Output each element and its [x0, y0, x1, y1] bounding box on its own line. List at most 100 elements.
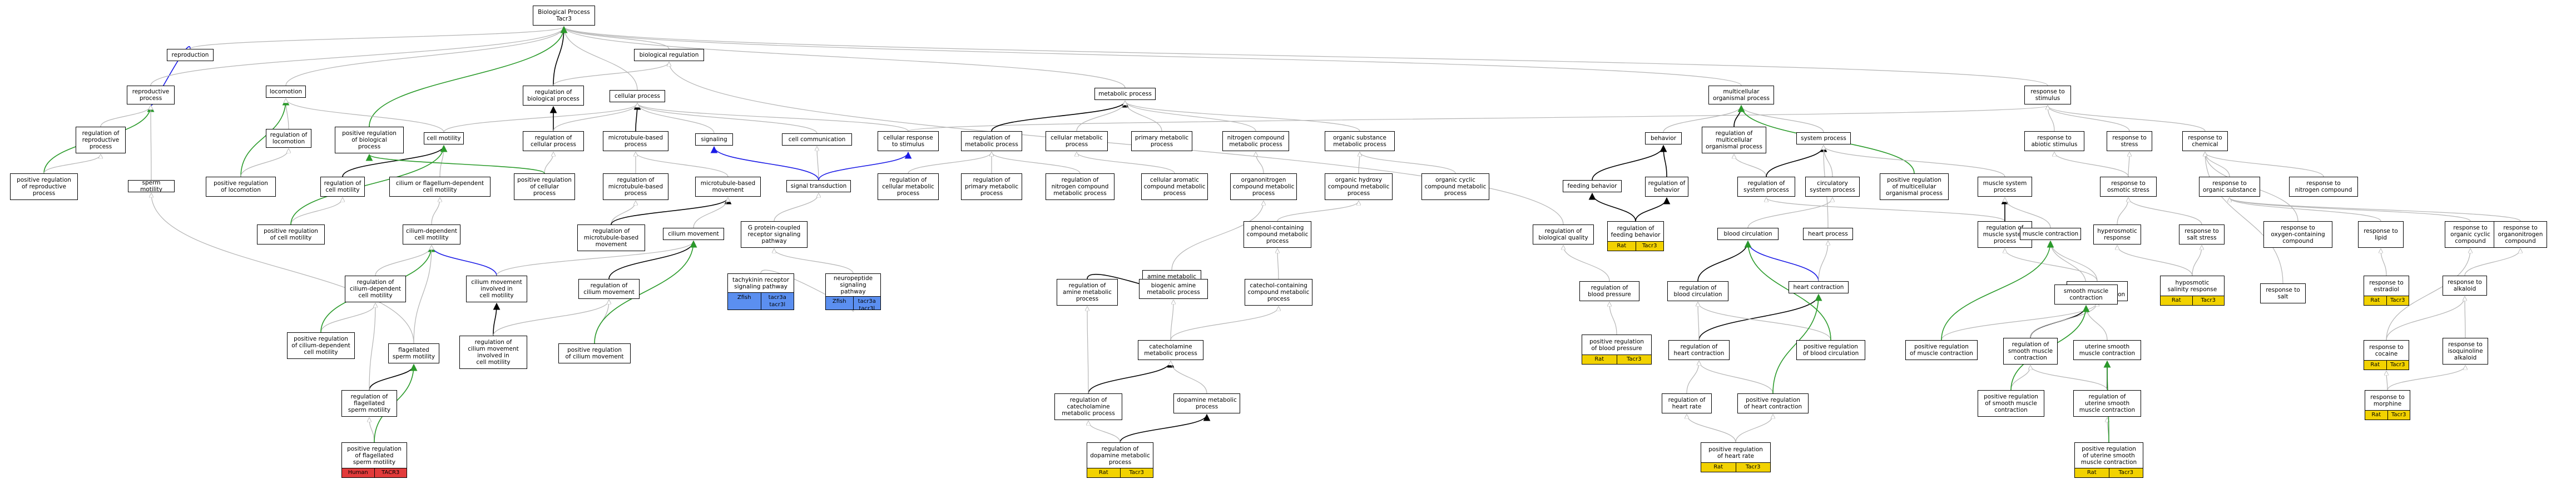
go-term-reg-behavior[interactable]: regulation of behavior: [1645, 177, 1688, 197]
go-term-cell-motility[interactable]: cell motility: [424, 132, 464, 144]
go-term-cilium-movement-motility[interactable]: cilium movement involved in cell motilit…: [466, 276, 527, 302]
go-term-reg-blood-circ[interactable]: regulation of blood circulation: [1667, 281, 1728, 301]
go-term-biogenic-amine[interactable]: biogenic amine metabolic process: [1139, 279, 1208, 299]
go-term-pos-reg-smooth-muscle[interactable]: positive regulation of smooth muscle con…: [1978, 390, 2044, 417]
go-term-reg-cell-metabolic[interactable]: regulation of cellular metabolic process: [878, 173, 939, 200]
go-term-pos-reg-locomotion[interactable]: positive regulation of locomotion: [206, 177, 276, 197]
go-term-pos-reg-cilium-dep[interactable]: positive regulation of cilium-dependent …: [287, 332, 355, 359]
go-term-cell-resp-stim[interactable]: cellular response to stimulus: [878, 131, 939, 151]
go-term-reg-cilium-dep[interactable]: regulation of cilium-dependent cell moti…: [345, 276, 406, 302]
go-term-organic-cyclic[interactable]: organic cyclic compound metabolic proces…: [1421, 173, 1489, 200]
go-term-resp-osmotic[interactable]: response to osmotic stress: [2100, 177, 2157, 197]
go-term-behavior[interactable]: behavior: [1645, 132, 1682, 144]
go-term-heart-process[interactable]: heart process: [1803, 228, 1853, 240]
go-term-pos-reg-repro[interactable]: positive regulation of reproductive proc…: [10, 173, 78, 200]
go-term-pos-reg-multicell[interactable]: positive regulation of multicellular org…: [1880, 173, 1949, 200]
go-term-resp-chemical[interactable]: response to chemical: [2182, 131, 2228, 151]
go-term-cell-comm[interactable]: cell communication: [782, 133, 852, 146]
go-term-bio-reg[interactable]: biological regulation: [634, 49, 704, 61]
go-term-reg-metabolic[interactable]: regulation of metabolic process: [961, 131, 1022, 151]
go-term-reg-catecholamine[interactable]: regulation of catecholamine metabolic pr…: [1054, 393, 1122, 420]
go-term-resp-oxygen-compound[interactable]: response to oxygen-containing compound: [2263, 221, 2332, 248]
go-term-resp-salt-stress[interactable]: response to salt stress: [2179, 224, 2225, 244]
go-term-organic-substance[interactable]: organic substance metabolic process: [1325, 131, 1395, 151]
go-term-repro-process[interactable]: reproductive process: [127, 86, 175, 104]
go-term-bp[interactable]: Biological Process Tacr3: [533, 6, 595, 26]
go-term-multicell-org-proc[interactable]: multicellular organismal process: [1708, 86, 1774, 104]
go-term-locomotion[interactable]: locomotion: [266, 86, 306, 98]
go-term-reg-microtubule[interactable]: regulation of microtubule-based process: [603, 173, 668, 200]
go-term-reg-heart-rate[interactable]: regulation of heart rate: [1662, 393, 1712, 413]
go-term-gpcr-pathway[interactable]: G protein-coupled receptor signaling pat…: [741, 221, 808, 248]
go-term-organonitrogen[interactable]: organonitrogen compound metabolic proces…: [1230, 173, 1297, 200]
go-term-reg-nitrogen[interactable]: regulation of nitrogen compound metaboli…: [1046, 173, 1114, 200]
go-term-reg-repro-proc[interactable]: regulation of reproductive process: [76, 127, 126, 153]
go-term-reproduction[interactable]: reproduction: [167, 49, 214, 61]
go-term-phenol-containing[interactable]: phenol-containing compound metabolic pro…: [1244, 221, 1311, 248]
go-term-reg-locomotion[interactable]: regulation of locomotion: [266, 129, 311, 148]
go-term-system-process[interactable]: system process: [1796, 132, 1851, 144]
go-term-cellular-process[interactable]: cellular process: [610, 90, 665, 102]
go-term-reg-amine-metabolic[interactable]: regulation of amine metabolic process: [1057, 279, 1118, 306]
go-term-response-stimulus[interactable]: response to stimulus: [2024, 86, 2071, 104]
go-term-reg-dopamine[interactable]: regulation of dopamine metabolic process…: [1087, 442, 1153, 478]
go-term-resp-lipid[interactable]: response to lipid: [2358, 221, 2404, 248]
go-term-pos-reg-cilium-movement[interactable]: positive regulation of cilium movement: [558, 343, 631, 363]
go-term-resp-stress[interactable]: response to stress: [2107, 131, 2152, 151]
go-term-uterine-smooth[interactable]: uterine smooth muscle contraction: [2073, 340, 2141, 360]
go-term-reg-cilium-movement[interactable]: regulation of cilium movement: [578, 279, 640, 299]
go-term-reg-bio-proc[interactable]: regulation of biological process: [523, 86, 584, 106]
go-term-pos-reg-flagellated[interactable]: positive regulation of flagellated sperm…: [341, 442, 407, 478]
go-term-cilium-dep-motility[interactable]: cilium-dependent cell motility: [403, 224, 460, 244]
go-term-nitrogen-compound[interactable]: nitrogen compound metabolic process: [1222, 131, 1289, 151]
go-term-cellular-metabolic[interactable]: cellular metabolic process: [1046, 131, 1108, 151]
go-term-reg-microtubule-movement[interactable]: regulation of microtubule-based movement: [577, 224, 645, 251]
go-term-reg-uterine-smooth[interactable]: regulation of uterine smooth muscle cont…: [2073, 390, 2141, 417]
go-term-blood-circulation[interactable]: blood circulation: [1717, 228, 1779, 240]
go-term-microtubule-movement[interactable]: microtubule-based movement: [695, 177, 761, 197]
go-term-cell-aromatic[interactable]: cellular aromatic compound metabolic pro…: [1141, 173, 1208, 200]
go-term-reg-cilium-movement-motility[interactable]: regulation of cilium movement involved i…: [459, 336, 527, 369]
go-term-reg-heart-contraction[interactable]: regulation of heart contraction: [1668, 340, 1730, 360]
go-term-pos-reg-uterine[interactable]: positive regulation of uterine smooth mu…: [2074, 442, 2143, 478]
go-term-reg-cell-motility[interactable]: regulation of cell motility: [320, 177, 365, 197]
go-term-reg-bio-quality[interactable]: regulation of biological quality: [1533, 224, 1594, 244]
go-term-resp-organonitrogen[interactable]: response to organonitrogen compound: [2494, 221, 2547, 248]
go-term-circulatory-system[interactable]: circulatory system process: [1805, 177, 1860, 197]
go-term-organic-hydroxy[interactable]: organic hydroxy compound metabolic proce…: [1325, 173, 1393, 200]
go-term-signal-transduction[interactable]: signal transduction: [786, 180, 851, 192]
go-term-resp-organic-subst[interactable]: response to organic substance: [2199, 177, 2260, 197]
go-term-cilium-movement[interactable]: cilium movement: [663, 228, 724, 240]
go-term-reg-cellular-proc[interactable]: regulation of cellular process: [523, 131, 584, 151]
go-term-signaling[interactable]: signaling: [695, 133, 733, 146]
go-term-muscle-contraction[interactable]: muscle contraction: [2020, 228, 2081, 240]
go-term-resp-nitrogen-compound[interactable]: response to nitrogen compound: [2289, 177, 2358, 197]
go-term-metabolic-process[interactable]: metabolic process: [1094, 88, 1156, 100]
go-term-pos-reg-blood-circ[interactable]: positive regulation of blood circulation: [1796, 340, 1865, 360]
go-term-reg-primary-metabolic[interactable]: regulation of primary metabolic process: [961, 173, 1022, 200]
go-term-pos-reg-cell-motility[interactable]: positive regulation of cell motility: [257, 224, 325, 244]
go-term-catecholamine-metabolic[interactable]: catecholamine metabolic process: [1138, 340, 1203, 360]
go-term-dopamine-metabolic[interactable]: dopamine metabolic process: [1173, 393, 1240, 413]
go-term-resp-isoquinoline[interactable]: response to isoquinoline alkaloid: [2443, 338, 2488, 365]
go-term-sperm-motility[interactable]: sperm motility: [128, 180, 175, 192]
go-term-muscle-system[interactable]: muscle system process: [1978, 177, 2032, 197]
go-term-pos-reg-heart-contraction[interactable]: positive regulation of heart contraction: [1737, 393, 1809, 413]
go-term-pos-reg-muscle-contraction[interactable]: positive regulation of muscle contractio…: [1905, 340, 1978, 360]
go-term-resp-salt[interactable]: response to salt: [2260, 283, 2306, 303]
go-term-pos-reg-bio-proc[interactable]: positive regulation of biological proces…: [335, 127, 404, 153]
go-term-pos-reg-cellular[interactable]: positive regulation of cellular process: [514, 173, 575, 200]
go-term-hyperosmotic[interactable]: hyperosmotic response: [2093, 224, 2141, 244]
go-term-heart-contraction[interactable]: heart contraction: [1789, 281, 1849, 293]
go-term-reg-blood-pressure[interactable]: regulation of blood pressure: [1579, 281, 1639, 301]
go-term-cilium-flag-motility[interactable]: cilium or flagellum-dependent cell motil…: [389, 177, 491, 197]
